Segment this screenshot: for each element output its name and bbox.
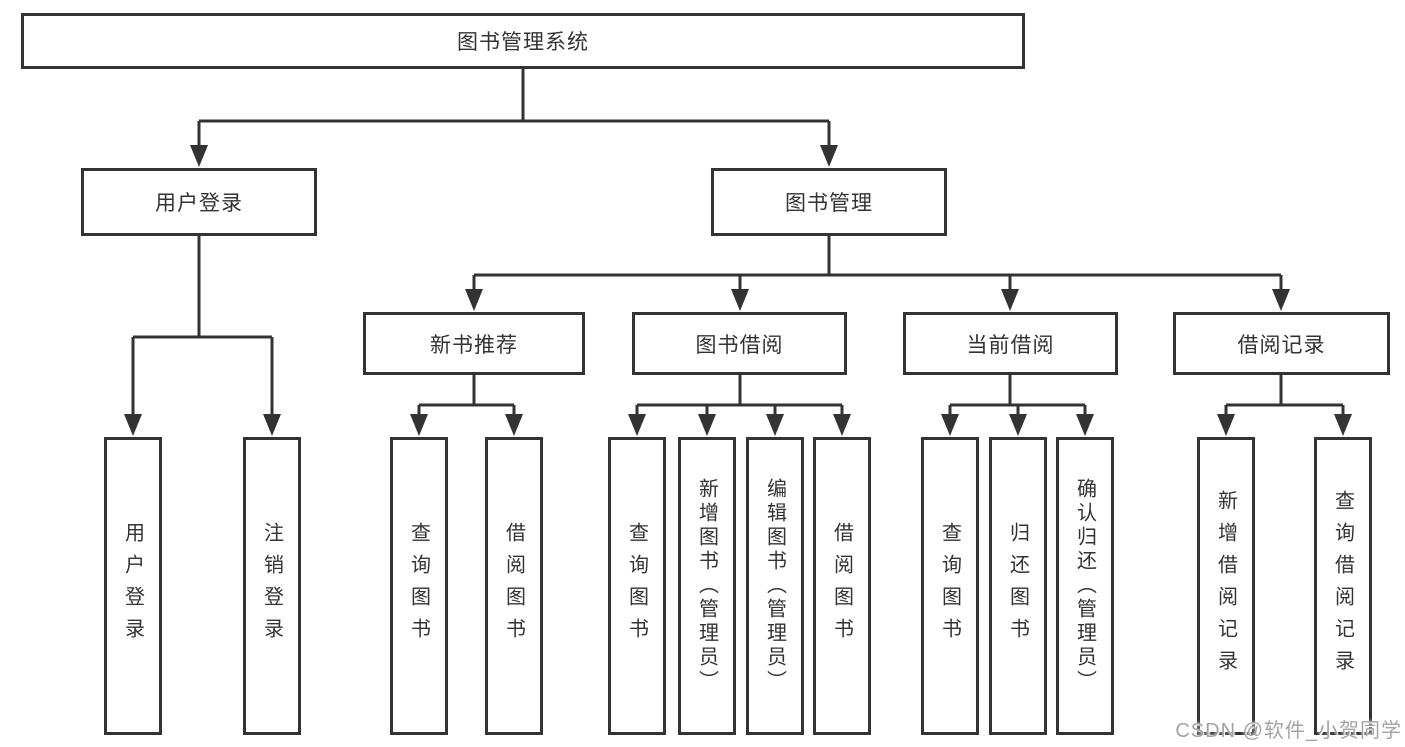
leaf-borrow-books-recommend: 借阅图书 <box>485 437 543 735</box>
arrowhead <box>1334 414 1352 436</box>
arrowhead <box>1076 414 1094 436</box>
arrowhead <box>698 414 716 436</box>
leaf-confirm-return-admin: 确认归还（管理员） <box>1056 437 1114 735</box>
leaf-add-borrow-record: 新增借阅记录 <box>1197 437 1255 735</box>
csdn-watermark: CSDN @软件_小贺同学 <box>1175 720 1402 742</box>
connector-user-login-to-leaves <box>131 236 274 418</box>
arrowhead <box>833 414 851 436</box>
connector-root-to-level2 <box>197 69 831 150</box>
leaf-user-login: 用户登录 <box>104 437 162 735</box>
arrowhead <box>731 289 749 311</box>
connector-borrow-records-to-leaves <box>1224 375 1345 418</box>
leaf-query-books-recommend: 查询图书 <box>390 437 448 735</box>
arrowhead <box>820 145 838 167</box>
leaf-query-borrow-record: 查询借阅记录 <box>1314 437 1372 735</box>
leaf-query-books-current: 查询图书 <box>921 437 979 735</box>
connector-book-borrow-to-leaves <box>635 375 844 418</box>
arrowhead <box>190 145 208 167</box>
node-borrow-records: 借阅记录 <box>1173 312 1390 375</box>
arrowhead <box>505 414 523 436</box>
leaf-query-books-borrow: 查询图书 <box>608 437 666 735</box>
leaf-edit-books-admin: 编辑图书（管理员） <box>746 437 804 735</box>
arrowhead <box>628 414 646 436</box>
arrowhead <box>941 414 959 436</box>
leaf-return-books: 归还图书 <box>989 437 1047 735</box>
arrowhead <box>1009 414 1027 436</box>
node-book-management: 图书管理 <box>711 168 947 236</box>
connector-book-management-to-level3 <box>472 236 1283 293</box>
node-current-borrow: 当前借阅 <box>903 312 1118 375</box>
arrowhead <box>1272 289 1290 311</box>
node-new-book-recommend: 新书推荐 <box>363 312 585 375</box>
leaf-logout: 注销登录 <box>243 437 301 735</box>
arrowhead <box>1217 414 1235 436</box>
connector-current-borrow-to-leaves <box>948 375 1087 418</box>
arrowhead <box>263 414 281 436</box>
node-user-login-module: 用户登录 <box>81 168 317 236</box>
arrowhead <box>1001 289 1019 311</box>
arrowhead <box>410 414 428 436</box>
node-library-management-system: 图书管理系统 <box>21 13 1025 69</box>
arrowhead <box>766 414 784 436</box>
connector-new-book-to-leaves <box>417 375 516 418</box>
arrowhead <box>465 289 483 311</box>
leaf-add-books-admin: 新增图书（管理员） <box>678 437 736 735</box>
leaf-borrow-books: 借阅图书 <box>813 437 871 735</box>
arrowhead <box>124 414 142 436</box>
node-book-borrow: 图书借阅 <box>632 312 847 375</box>
